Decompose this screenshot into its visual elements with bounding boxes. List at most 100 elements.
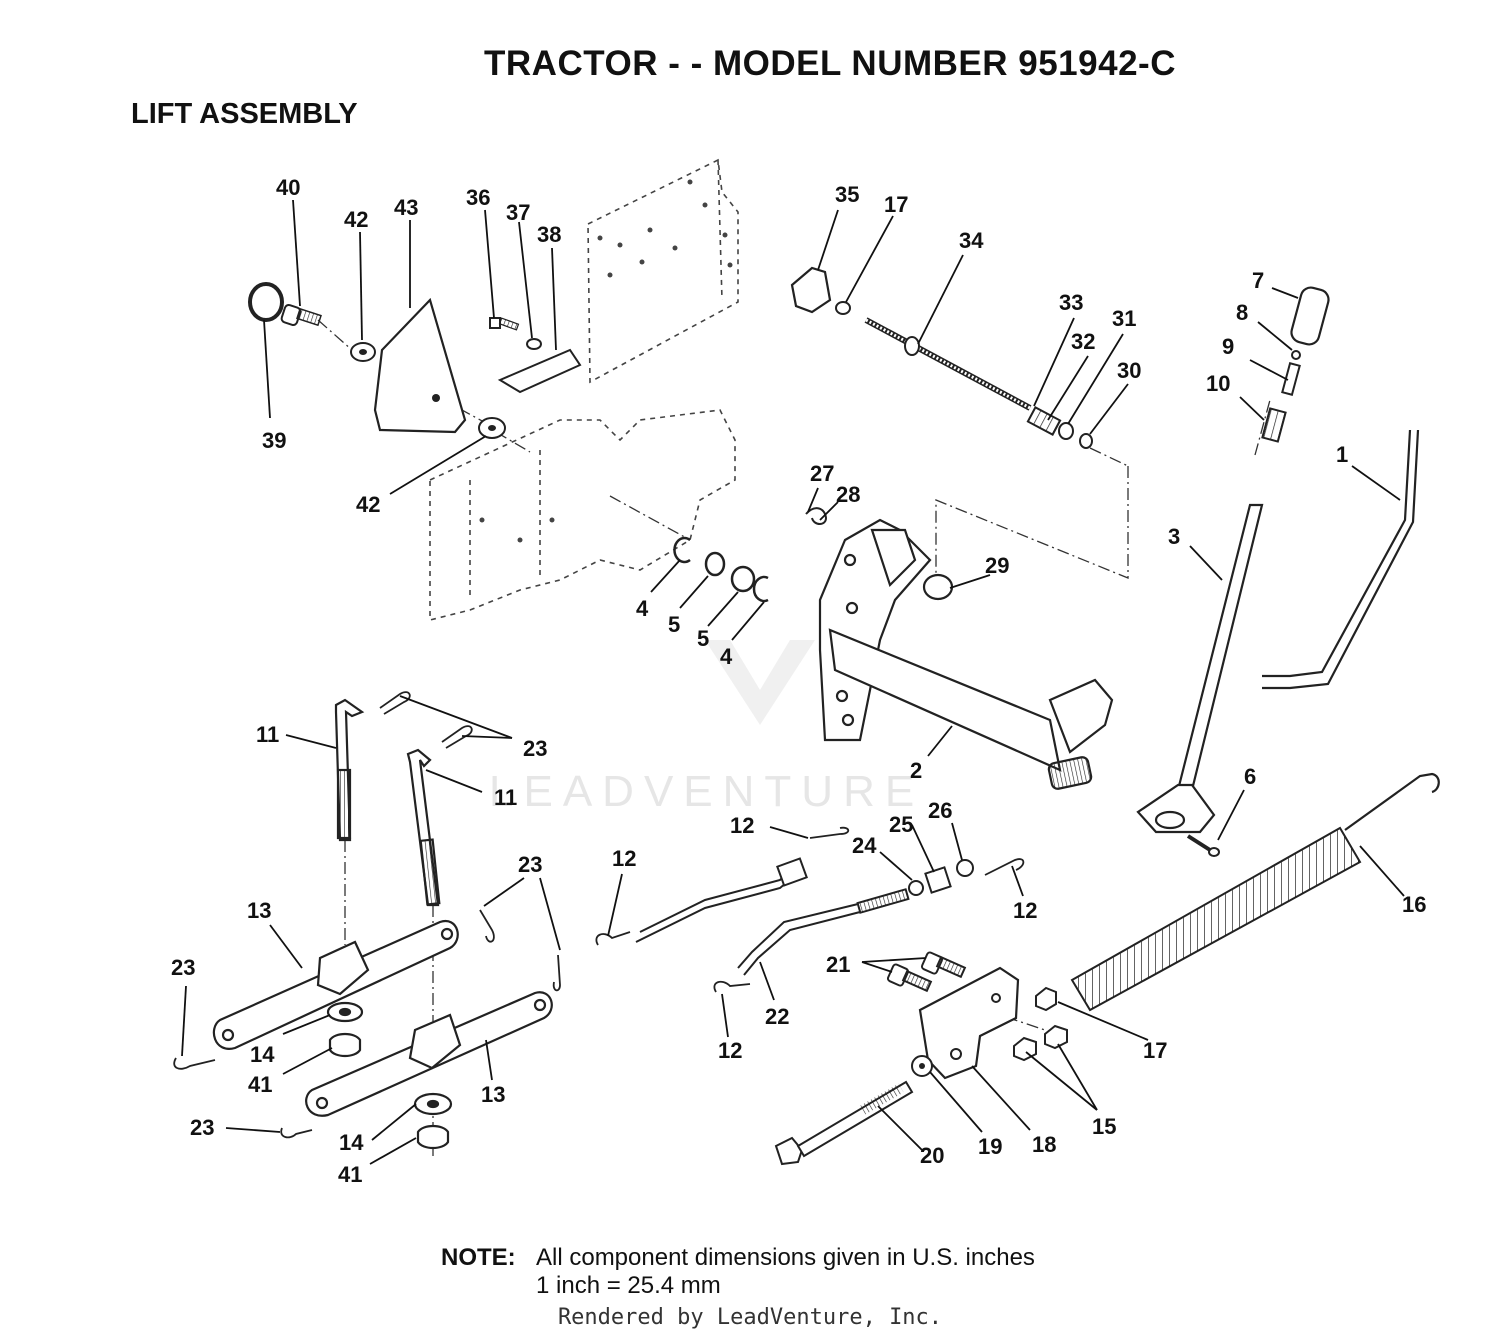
callout-17b: 17 — [1143, 1038, 1167, 1063]
part-23-hairpin-clips — [173, 691, 561, 1139]
part-37-washer — [526, 338, 542, 350]
part-42-washer-lower — [478, 417, 506, 439]
callout-8: 8 — [1236, 300, 1248, 325]
part-22-link-rods — [635, 869, 910, 976]
part-17-washer — [835, 301, 851, 315]
part-34-threaded-rod — [864, 317, 1032, 411]
callout-42-lower: 42 — [356, 492, 380, 517]
page-title: TRACTOR - - MODEL NUMBER 951942-C — [484, 44, 1176, 83]
part-43-cover — [373, 297, 467, 434]
part-6-bolt — [1186, 834, 1220, 857]
callout-23: 23 — [523, 736, 547, 761]
callout-26: 26 — [928, 798, 952, 823]
part-16-spring — [1070, 772, 1440, 1012]
leader-lines — [181, 199, 1405, 1165]
callout-22: 22 — [765, 1004, 789, 1029]
callout-35: 35 — [835, 182, 859, 207]
part-12-clips — [595, 826, 1025, 993]
part-15-nuts — [1013, 1024, 1068, 1062]
dimension-note: NOTE:All component dimensions given in U… — [441, 1244, 1035, 1300]
part-39-ring — [248, 282, 284, 322]
callout-24: 24 — [852, 833, 877, 858]
callout-41: 41 — [248, 1072, 272, 1097]
callout-40: 40 — [276, 175, 300, 200]
part-20-bolt — [774, 1080, 914, 1166]
part-7-grip — [1290, 286, 1330, 346]
callout-23d: 23 — [190, 1115, 214, 1140]
callout-18: 18 — [1032, 1132, 1056, 1157]
callout-37: 37 — [506, 200, 530, 225]
part-42-washer — [350, 342, 376, 362]
callout-labels: 40 42 43 36 37 38 39 42 35 17 34 33 32 3… — [171, 175, 1426, 1187]
callout-31: 31 — [1112, 306, 1136, 331]
callout-14: 14 — [250, 1042, 275, 1067]
callout-36: 36 — [466, 185, 490, 210]
watermark-text: LEADVENTURE — [489, 767, 924, 816]
part-9-pin — [1281, 361, 1301, 397]
rendered-by-credit: Rendered by LeadVenture, Inc. — [557, 1305, 943, 1330]
part-29-pivot-block — [922, 573, 954, 601]
callout-9: 9 — [1222, 334, 1234, 359]
part-18-bracket — [918, 966, 1020, 1080]
note-line-2: 1 inch = 25.4 mm — [536, 1272, 721, 1299]
part-22-block — [776, 857, 808, 887]
callout-15: 15 — [1092, 1114, 1116, 1139]
callout-17: 17 — [884, 192, 908, 217]
callout-2: 2 — [910, 758, 922, 783]
part-17-nut — [1035, 986, 1057, 1012]
callout-25: 25 — [889, 812, 913, 837]
callout-3: 3 — [1168, 524, 1180, 549]
callout-19: 19 — [978, 1134, 1002, 1159]
part-38-bracket — [497, 348, 582, 394]
part-30-washer — [1079, 433, 1093, 449]
callout-12b: 12 — [1013, 898, 1037, 923]
watermark: LEADVENTURE — [489, 640, 924, 816]
callout-4b: 4 — [720, 644, 733, 669]
part-19-washer — [911, 1055, 933, 1077]
part-1-lift-rod — [1262, 429, 1420, 690]
part-8-ball — [1291, 350, 1301, 360]
callout-41b: 41 — [338, 1162, 362, 1187]
part-35-knob — [790, 266, 832, 314]
part-25-block — [924, 866, 952, 894]
callout-14b: 14 — [339, 1130, 364, 1155]
callout-20: 20 — [920, 1143, 944, 1168]
callout-42: 42 — [344, 207, 368, 232]
callout-34: 34 — [959, 228, 984, 253]
callout-27: 27 — [810, 461, 834, 486]
callout-1: 1 — [1336, 442, 1348, 467]
callout-43: 43 — [394, 195, 418, 220]
callout-10: 10 — [1206, 371, 1230, 396]
part-10-spring — [1261, 407, 1287, 443]
callout-21: 21 — [826, 952, 850, 977]
callout-12: 12 — [730, 813, 754, 838]
part-36-screw — [489, 317, 520, 331]
callout-11: 11 — [256, 722, 279, 747]
callout-12d: 12 — [718, 1038, 742, 1063]
callout-32: 32 — [1071, 329, 1095, 354]
part-14-41-washer-nut — [326, 1001, 453, 1150]
part-27-28-clip — [805, 507, 828, 525]
callout-28: 28 — [836, 482, 860, 507]
callout-16: 16 — [1402, 892, 1426, 917]
part-4-5-retaining-rings — [673, 536, 769, 603]
part-40-shoulder-bolt — [280, 304, 322, 327]
note-label: NOTE: — [441, 1244, 516, 1271]
callout-6: 6 — [1244, 764, 1256, 789]
callout-39: 39 — [262, 428, 286, 453]
callout-12c: 12 — [612, 846, 636, 871]
callout-23b: 23 — [518, 852, 542, 877]
callout-11b: 11 — [494, 785, 517, 810]
callout-5: 5 — [668, 612, 680, 637]
callout-5b: 5 — [697, 626, 709, 651]
callout-29: 29 — [985, 553, 1009, 578]
part-24-washer — [908, 880, 924, 896]
part-32-spring — [1026, 406, 1062, 436]
callout-38: 38 — [537, 222, 561, 247]
part-21-bolts — [886, 951, 967, 993]
callout-7: 7 — [1252, 268, 1264, 293]
frame-outline — [429, 158, 739, 622]
callout-13b: 13 — [481, 1082, 505, 1107]
callout-13: 13 — [247, 898, 271, 923]
